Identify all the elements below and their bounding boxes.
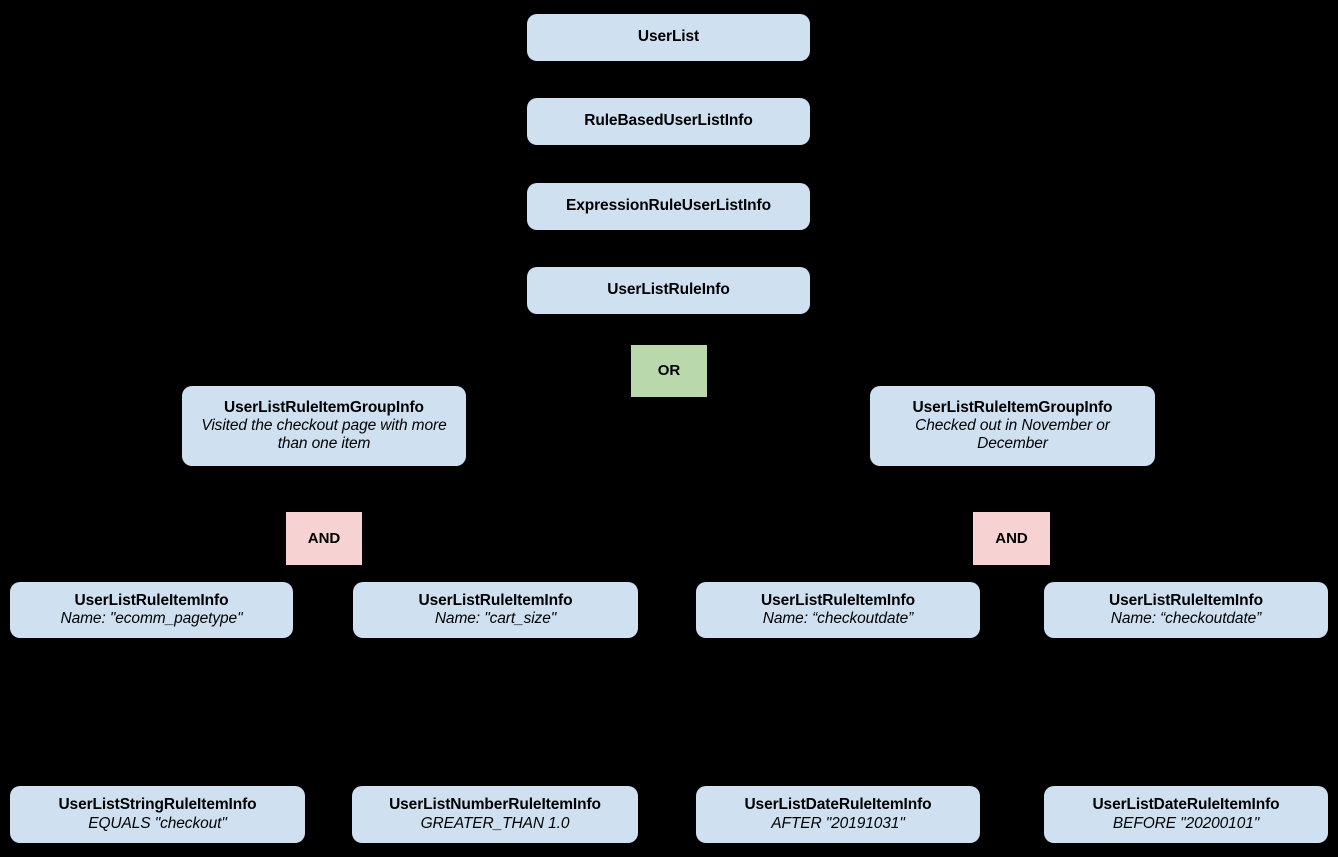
operator-label: AND <box>995 529 1028 547</box>
node-title: UserListRuleInfo <box>607 281 730 299</box>
node-date-rule-item-info-after[interactable]: UserListDateRuleItemInfo AFTER "20191031… <box>696 786 980 843</box>
node-title: ExpressionRuleUserListInfo <box>566 197 771 215</box>
node-subtitle: Visited the checkout page with more than… <box>201 416 447 453</box>
node-title: UserListRuleItemInfo <box>418 591 573 609</box>
node-rule-item-info-1[interactable]: UserListRuleItemInfo Name: "ecomm_pagety… <box>10 582 293 638</box>
node-subtitle: EQUALS "checkout" <box>88 814 227 832</box>
operator-and-right[interactable]: AND <box>973 512 1050 565</box>
operator-or[interactable]: OR <box>631 345 707 397</box>
node-title: UserListRuleItemGroupInfo <box>912 398 1113 416</box>
node-title: UserListRuleItemInfo <box>1109 591 1263 609</box>
node-subtitle: AFTER "20191031" <box>771 814 905 832</box>
node-subtitle: Name: "ecomm_pagetype" <box>60 610 243 627</box>
node-subtitle: Name: "cart_size" <box>434 610 557 627</box>
node-title: UserListRuleItemInfo <box>74 591 229 609</box>
node-title: UserListRuleItemGroupInfo <box>224 398 424 416</box>
node-subtitle: Name: “checkoutdate” <box>762 610 914 627</box>
node-subtitle: Name: “checkoutdate” <box>1110 610 1262 627</box>
node-title: UserListRuleItemInfo <box>761 591 915 609</box>
node-userlist[interactable]: UserList <box>527 14 810 61</box>
node-rulebaseduserlistinfo[interactable]: RuleBasedUserListInfo <box>527 98 810 145</box>
node-subtitle: GREATER_THAN 1.0 <box>420 814 570 832</box>
operator-and-left[interactable]: AND <box>286 512 362 565</box>
node-rule-item-group-right[interactable]: UserListRuleItemGroupInfo Checked out in… <box>870 386 1155 466</box>
node-subtitle: Checked out in November or December <box>915 416 1110 453</box>
node-userlistruleinfo[interactable]: UserListRuleInfo <box>527 267 810 314</box>
node-date-rule-item-info-before[interactable]: UserListDateRuleItemInfo BEFORE "2020010… <box>1044 786 1328 843</box>
node-rule-item-info-2[interactable]: UserListRuleItemInfo Name: "cart_size" <box>353 582 638 638</box>
node-title: UserListDateRuleItemInfo <box>1092 796 1280 814</box>
node-subtitle: BEFORE "20200101" <box>1112 814 1260 832</box>
node-title: RuleBasedUserListInfo <box>584 112 753 130</box>
node-number-rule-item-info[interactable]: UserListNumberRuleItemInfo GREATER_THAN … <box>352 786 638 843</box>
operator-label: AND <box>307 529 341 547</box>
node-string-rule-item-info[interactable]: UserListStringRuleItemInfo EQUALS "check… <box>10 786 305 843</box>
node-rule-item-info-4[interactable]: UserListRuleItemInfo Name: “checkoutdate… <box>1044 582 1328 638</box>
node-title: UserListStringRuleItemInfo <box>58 796 257 814</box>
operator-label: OR <box>657 362 681 380</box>
node-rule-item-info-3[interactable]: UserListRuleItemInfo Name: “checkoutdate… <box>696 582 980 638</box>
node-rule-item-group-left[interactable]: UserListRuleItemGroupInfo Visited the ch… <box>182 386 466 466</box>
node-title: UserListNumberRuleItemInfo <box>389 796 601 814</box>
node-title: UserList <box>637 28 700 46</box>
node-title: UserListDateRuleItemInfo <box>744 796 932 814</box>
node-expressionruleuserlistinfo[interactable]: ExpressionRuleUserListInfo <box>527 183 810 230</box>
